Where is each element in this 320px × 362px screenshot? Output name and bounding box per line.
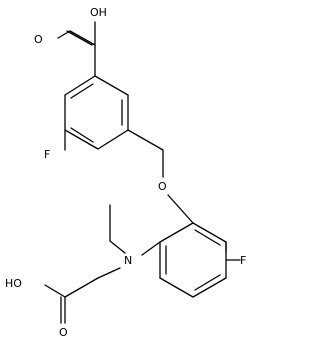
carboxylic-acid-top: OH O [34, 6, 107, 77]
molecule-drawing: OH O F O F N [5, 6, 246, 339]
acetic-acid-arm: HO O [5, 267, 121, 339]
top-hydroxyl-label: OH [90, 6, 107, 19]
n-ethyl-amine: N [109, 204, 161, 267]
structure-canvas: OH O F O F N [5, 6, 246, 339]
upper-benzene-ring [64, 75, 129, 150]
ether-oxygen-label: O [158, 180, 167, 193]
lower-fluorine-label: F [240, 254, 246, 267]
lower-fluoro-substituent: F [225, 241, 246, 267]
amine-nitrogen-label: N [124, 254, 132, 267]
upper-fluoro-substituent: F [44, 129, 66, 161]
bottom-hydroxyl-label: HO [5, 277, 22, 290]
top-carbonyl-oxygen-label: O [34, 33, 43, 46]
benzyl-ether-linker: O [127, 129, 194, 224]
bottom-carbonyl-oxygen-label: O [59, 326, 68, 339]
lower-benzene-ring [159, 222, 227, 298]
upper-fluorine-label: F [44, 148, 50, 161]
